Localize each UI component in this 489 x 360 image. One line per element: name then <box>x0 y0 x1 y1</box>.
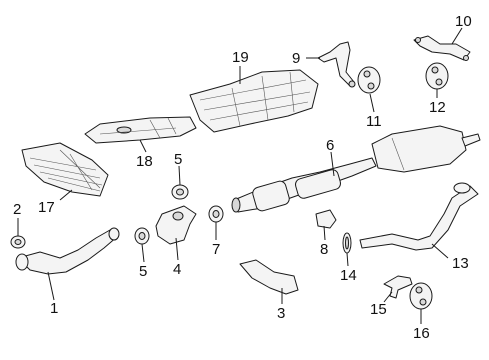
callout-17: 17 <box>38 199 55 216</box>
hanger-15 <box>383 275 413 299</box>
callout-2: 2 <box>13 201 21 218</box>
center-pipe-converter <box>231 157 377 213</box>
callout-13: 13 <box>452 255 469 272</box>
callout-5-upper: 5 <box>174 151 182 168</box>
callout-1: 1 <box>50 300 58 317</box>
callout-4: 4 <box>173 261 181 278</box>
callout-6: 6 <box>326 137 334 154</box>
gasket-5-upper <box>171 184 189 200</box>
tail-pipe <box>359 182 479 251</box>
callout-9: 9 <box>292 50 300 67</box>
callout-5-lower: 5 <box>139 263 147 280</box>
heat-shield-center <box>84 116 197 144</box>
gasket-2 <box>10 235 26 249</box>
callout-7: 7 <box>212 241 220 258</box>
front-pipe <box>15 227 120 275</box>
callout-18: 18 <box>136 153 153 170</box>
rubber-mount-16 <box>409 282 433 310</box>
callout-14: 14 <box>340 267 357 284</box>
gasket-5-lower <box>134 227 150 245</box>
muffler <box>371 125 481 173</box>
leader-lines <box>17 27 463 324</box>
hanger-bracket-10 <box>413 35 471 61</box>
sensor-8 <box>315 209 337 229</box>
rubber-mount-12 <box>425 62 449 90</box>
callout-11: 11 <box>366 113 382 130</box>
callout-16: 16 <box>413 325 430 342</box>
callout-19: 19 <box>232 49 249 66</box>
gasket-14 <box>342 232 352 254</box>
bracket-3 <box>239 259 299 295</box>
callout-3: 3 <box>277 305 285 322</box>
callout-10: 10 <box>455 13 472 30</box>
callout-labels: 1 2 3 4 5 5 6 7 8 9 10 11 12 13 14 15 16… <box>13 13 472 342</box>
gasket-7 <box>208 205 224 223</box>
callout-12: 12 <box>429 99 446 116</box>
heat-shield-rear <box>189 69 319 133</box>
hanger-bracket-9 <box>317 41 356 88</box>
heat-shield-front <box>21 142 109 197</box>
callout-15: 15 <box>370 301 387 318</box>
callout-8: 8 <box>320 241 328 258</box>
rubber-mount-11 <box>357 66 381 94</box>
flange-pipe <box>155 205 197 245</box>
